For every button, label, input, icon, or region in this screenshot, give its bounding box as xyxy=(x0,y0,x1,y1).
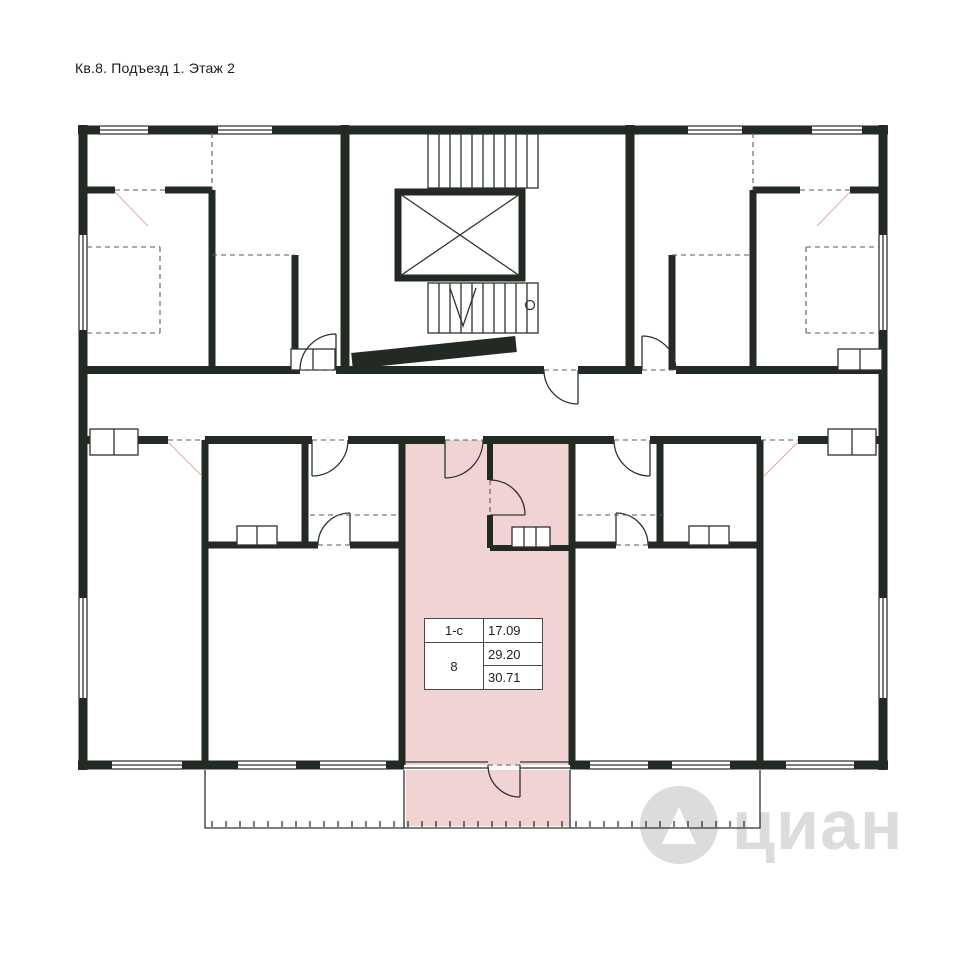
door-swing-marks xyxy=(114,191,851,477)
door-arc-lines xyxy=(299,333,677,798)
area-value-total: 30.71 xyxy=(484,665,542,689)
dashed-openings xyxy=(87,133,879,766)
corridor-walls xyxy=(83,366,883,444)
highlighted-apartment xyxy=(402,440,572,826)
stair-column xyxy=(524,299,536,311)
fixture-divider xyxy=(523,527,537,547)
label-box-areas-column: 17.09 29.20 30.71 xyxy=(484,619,542,689)
windows xyxy=(78,125,888,770)
balcony-outline xyxy=(204,770,761,829)
label-box-left-column: 1-с 8 xyxy=(425,619,484,689)
stairs-upper-risers xyxy=(438,134,528,188)
fixture-bathroom xyxy=(511,526,551,548)
fixtures xyxy=(89,348,883,548)
elevator-shaft xyxy=(394,188,526,282)
door-swing-lines xyxy=(114,191,851,477)
window-lines xyxy=(78,125,888,770)
highlighted-apartment-area xyxy=(402,440,572,765)
apartment-number: 8 xyxy=(450,658,458,674)
page-title: Кв.8. Подъезд 1. Этаж 2 xyxy=(75,60,236,76)
cian-logo-icon xyxy=(640,786,718,864)
door-arcs xyxy=(299,333,677,798)
balcony xyxy=(204,770,761,829)
apartment-type: 1-с xyxy=(425,619,483,643)
highlighted-apartment-balcony xyxy=(406,770,570,826)
stairwell xyxy=(351,133,539,369)
area-value-living: 17.09 xyxy=(488,622,521,638)
elevator-x-mark xyxy=(399,193,521,277)
apartment-label-box: 1-с 8 17.09 29.20 30.71 xyxy=(424,618,543,690)
exterior-walls xyxy=(78,125,888,770)
stairs-break-mark xyxy=(449,287,477,329)
dashed-lines xyxy=(87,133,879,766)
area-value-middle: 29.20 xyxy=(484,641,542,666)
bathroom-walls xyxy=(487,440,572,551)
stairs-lower-risers xyxy=(438,283,528,333)
stairwell-walls xyxy=(340,125,635,370)
balcony-ticks xyxy=(211,821,745,827)
stair-ramp xyxy=(351,336,517,369)
